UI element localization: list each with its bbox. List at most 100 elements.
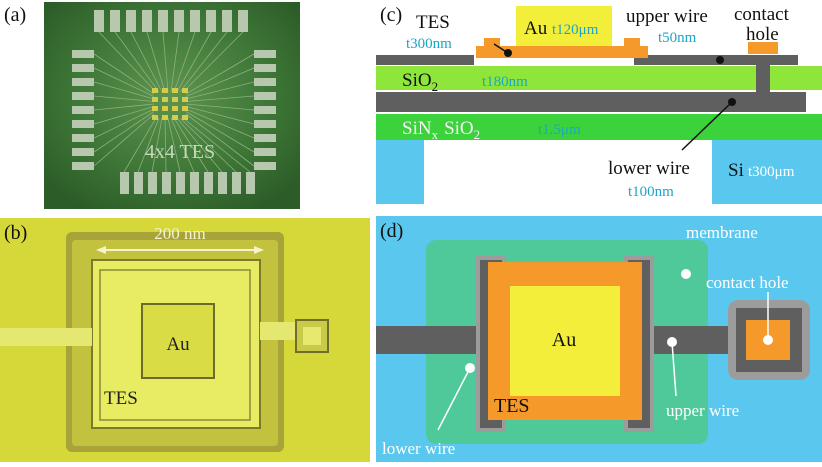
bond-pad <box>190 172 199 194</box>
tes-pointer-line <box>493 43 509 54</box>
fanout-wire <box>185 106 255 125</box>
fanout-wire <box>98 31 157 93</box>
bond-pad <box>94 10 104 32</box>
fanout-wire <box>93 106 155 125</box>
fanout-wire <box>114 31 160 93</box>
panel-b: 200 nm Au TES (b) <box>0 218 370 462</box>
fanout-wire <box>93 111 155 153</box>
bond-pad <box>148 172 157 194</box>
upper-wire-label: upper wire <box>666 401 739 420</box>
bond-pad <box>246 172 255 194</box>
bond-pad <box>72 148 94 156</box>
upper-wire-pointer-dot <box>716 56 724 64</box>
sio2-label-sub: 2 <box>432 79 439 94</box>
sinx-label-sub: x <box>432 127 439 142</box>
bond-pad <box>72 120 94 128</box>
panel-a: 4x4 TES (a) <box>0 0 370 215</box>
fanout-wire <box>170 117 195 173</box>
contact-hole-via <box>756 63 770 95</box>
tes-pixel <box>172 97 178 102</box>
tes-pixel <box>182 88 188 93</box>
bond-pad <box>204 172 213 194</box>
contact-hole-label-line1: contact <box>734 4 790 25</box>
bond-pad <box>206 10 216 32</box>
sio2-label: SiO2 <box>402 70 438 94</box>
sio2b-label-main: SiO <box>444 118 474 139</box>
fanout-wire <box>93 53 155 95</box>
fanout-wire <box>167 117 181 173</box>
bond-pad <box>174 10 184 32</box>
si-thickness: t300μm <box>748 164 795 180</box>
chip-wires <box>93 31 255 173</box>
upper-wire <box>654 326 736 354</box>
au-absorber <box>141 303 215 379</box>
bond-pad <box>126 10 136 32</box>
bond-pad <box>190 10 200 32</box>
tes-pixel <box>152 97 158 102</box>
upper-wire-left <box>376 55 474 65</box>
upper-wire-pointer-line <box>671 341 677 397</box>
panel-c-label: (c) <box>380 4 403 26</box>
tes-pixel <box>172 106 178 111</box>
tes-pixel <box>162 106 168 111</box>
lower-wire-layer <box>376 92 806 112</box>
bond-pad <box>72 162 94 170</box>
lower-wire-pointer-line <box>681 101 733 151</box>
wire-left <box>0 328 92 346</box>
tes-pixel <box>182 97 188 102</box>
panel-d-layout: membrane contact hole Au TES upper wire … <box>376 216 822 462</box>
bond-pad <box>72 78 94 86</box>
scale-label: 200 nm <box>154 224 205 243</box>
si-substrate-right <box>712 140 822 204</box>
bond-pad <box>72 64 94 72</box>
tes-pixel <box>152 88 158 93</box>
bond-pad <box>72 92 94 100</box>
au-label: Au <box>166 334 190 355</box>
fanout-wire <box>182 31 244 93</box>
fanout-wire <box>185 108 255 139</box>
bond-pad <box>134 172 143 194</box>
fanout-wire <box>137 117 160 173</box>
bond-pad <box>254 120 276 128</box>
bond-pad <box>254 148 276 156</box>
bond-pad <box>142 10 152 32</box>
lower-wire-label: lower wire <box>608 158 690 179</box>
bond-pad <box>218 172 227 194</box>
fanout-wire <box>173 117 209 173</box>
fanout-wire <box>185 111 255 153</box>
upper-wire-label: upper wire <box>626 6 708 27</box>
sio2b-label-sub: 2 <box>474 127 481 142</box>
fanout-wire <box>185 53 255 95</box>
bond-pad <box>72 50 94 58</box>
membrane-pointer-dot <box>681 269 691 279</box>
fanout-wire <box>176 117 223 173</box>
tes-pixel <box>162 97 168 102</box>
fanout-wire <box>162 31 169 93</box>
bond-pad <box>254 78 276 86</box>
fanout-wire <box>130 31 163 93</box>
membrane-thickness: t1.5μm <box>538 122 581 138</box>
lower-wire-label: lower wire <box>382 439 455 458</box>
bond-pad <box>110 10 120 32</box>
contact-hole-label-line2: hole <box>746 24 779 45</box>
fanout-wire <box>93 67 155 97</box>
bond-pad <box>120 172 129 194</box>
bond-pad <box>176 172 185 194</box>
fanout-wire <box>93 95 155 102</box>
chip-label: 4x4 TES <box>145 141 215 163</box>
bond-pad <box>254 92 276 100</box>
fanout-wire <box>146 31 166 93</box>
fanout-wire <box>176 31 212 93</box>
membrane-label: SiNx SiO2 <box>402 118 480 142</box>
si-label: Si <box>728 160 744 181</box>
sinx-label-main: SiN <box>402 118 432 139</box>
panel-c-cross-section: TES t300nm Au t120μm upper wire t50nm co… <box>376 4 822 204</box>
fanout-wire <box>93 81 155 100</box>
bond-pad <box>222 10 232 32</box>
au-absorber <box>510 286 620 396</box>
fanout-wire <box>164 117 167 173</box>
fanout-wire <box>185 95 255 102</box>
tes-array <box>152 88 188 120</box>
upper-wire-thickness: t50nm <box>658 30 697 46</box>
bond-pad <box>232 172 241 194</box>
